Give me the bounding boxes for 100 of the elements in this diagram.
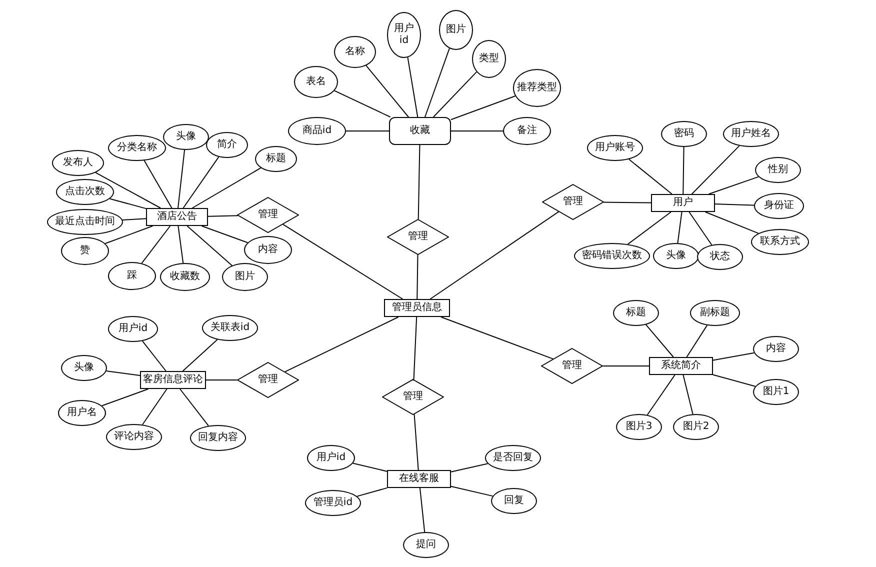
- connector-line: [418, 144, 420, 220]
- attribute-ellipse: 内容: [244, 236, 292, 264]
- attribute-ellipse: 标题: [255, 146, 297, 172]
- connector-line: [109, 198, 146, 210]
- entity-box: 在线客服: [387, 470, 451, 488]
- attribute-ellipse: 图片: [439, 10, 473, 50]
- entity-box: 酒店公告: [146, 208, 208, 226]
- connector-line: [192, 167, 262, 208]
- attribute-ellipse: 副标题: [690, 300, 740, 326]
- connector-line: [450, 96, 516, 120]
- connector-line: [704, 212, 759, 234]
- attribute-ellipse: 用户名: [58, 400, 106, 426]
- attribute-ellipse: 用户id: [387, 12, 421, 58]
- connector-line: [144, 160, 172, 208]
- entity-box: 收藏: [389, 117, 451, 145]
- connector-line: [334, 90, 391, 118]
- connector-line: [714, 204, 755, 206]
- connector-line: [416, 254, 418, 300]
- connector-line: [178, 226, 184, 264]
- connector-line: [142, 388, 168, 426]
- connector-line: [346, 130, 390, 132]
- connector-line: [356, 487, 388, 497]
- attribute-ellipse: 备注: [503, 117, 551, 145]
- attribute-ellipse: 简介: [206, 132, 248, 158]
- connector-line: [691, 145, 740, 194]
- attribute-ellipse: 评论内容: [106, 424, 162, 450]
- connector-line: [603, 202, 652, 204]
- connector-line: [450, 486, 494, 497]
- connector-line: [208, 215, 239, 217]
- attribute-ellipse: 图片: [222, 263, 268, 291]
- attribute-ellipse: 分类名称: [108, 135, 166, 161]
- connector-line: [407, 56, 418, 118]
- relationship-diamond: 管理: [542, 184, 604, 220]
- connector-line: [104, 226, 154, 244]
- connector-line: [182, 156, 220, 208]
- connector-line: [712, 352, 755, 361]
- attribute-ellipse: 管理员id: [305, 490, 361, 516]
- attribute-ellipse: 商品id: [288, 117, 346, 145]
- attribute-ellipse: 发布人: [52, 150, 104, 176]
- attribute-ellipse: 最近点击时间: [47, 209, 123, 235]
- relationship-diamond: 管理: [237, 197, 299, 233]
- relationship-diamond: 管理: [237, 362, 299, 398]
- connector-line: [432, 71, 478, 118]
- attribute-ellipse: 收藏数: [160, 263, 210, 291]
- connector-line: [141, 226, 171, 264]
- attribute-ellipse: 头像: [61, 355, 107, 381]
- entity-box: 管理员信息: [384, 299, 450, 317]
- connector-line: [419, 488, 426, 533]
- attribute-ellipse: 头像: [163, 124, 209, 150]
- connector-line: [142, 340, 166, 372]
- attribute-ellipse: 用户id: [108, 316, 158, 342]
- entity-box: 系统简介: [649, 357, 713, 375]
- connector-line: [682, 146, 684, 194]
- attribute-ellipse: 密码错误次数: [574, 243, 650, 269]
- connector-line: [686, 324, 708, 358]
- attribute-ellipse: 图片1: [753, 379, 799, 405]
- connector-line: [646, 374, 676, 416]
- connector-line: [201, 226, 248, 244]
- connector-line: [182, 339, 218, 372]
- connector-line: [352, 462, 388, 472]
- attribute-ellipse: 用户姓名: [723, 121, 779, 147]
- attribute-ellipse: 点击次数: [56, 179, 114, 205]
- attribute-ellipse: 状态: [697, 244, 743, 270]
- connector-line: [414, 414, 419, 470]
- attribute-ellipse: 密码: [661, 121, 707, 147]
- attribute-ellipse: 用户id: [307, 445, 355, 471]
- attribute-ellipse: 提问: [403, 532, 449, 558]
- connector-line: [430, 211, 560, 300]
- attribute-ellipse: 推荐类型: [513, 69, 561, 107]
- attribute-ellipse: 类型: [472, 40, 506, 78]
- connector-line: [178, 149, 186, 208]
- connector-line: [413, 316, 418, 380]
- attribute-ellipse: 表名: [294, 66, 338, 98]
- connector-line: [186, 226, 232, 266]
- attribute-ellipse: 性别: [755, 157, 801, 183]
- attribute-ellipse: 名称: [334, 36, 376, 68]
- connector-line: [712, 374, 756, 387]
- attribute-ellipse: 联系方式: [751, 229, 809, 255]
- entity-box: 用户: [651, 194, 715, 212]
- relationship-diamond: 管理: [382, 379, 444, 415]
- connector-line: [106, 370, 140, 376]
- attribute-ellipse: 关联表id: [202, 315, 258, 341]
- connector-line: [179, 388, 209, 426]
- connector-line: [645, 324, 674, 358]
- connector-line: [688, 212, 712, 246]
- attribute-ellipse: 赞: [61, 237, 109, 265]
- connector-line: [122, 218, 146, 220]
- entity-box: 客房信息评论: [140, 371, 206, 389]
- connector-line: [440, 316, 554, 360]
- attribute-ellipse: 踩: [108, 262, 156, 290]
- connector-line: [450, 130, 504, 132]
- connector-line: [95, 172, 161, 208]
- connector-line: [101, 388, 149, 406]
- connector-line: [282, 224, 404, 300]
- attribute-ellipse: 回复: [491, 488, 537, 514]
- attribute-ellipse: 图片3: [616, 414, 662, 440]
- relationship-diamond: 管理: [541, 348, 603, 384]
- connector-line: [424, 48, 450, 118]
- connector-line: [450, 463, 488, 472]
- attribute-ellipse: 是否回复: [485, 445, 541, 471]
